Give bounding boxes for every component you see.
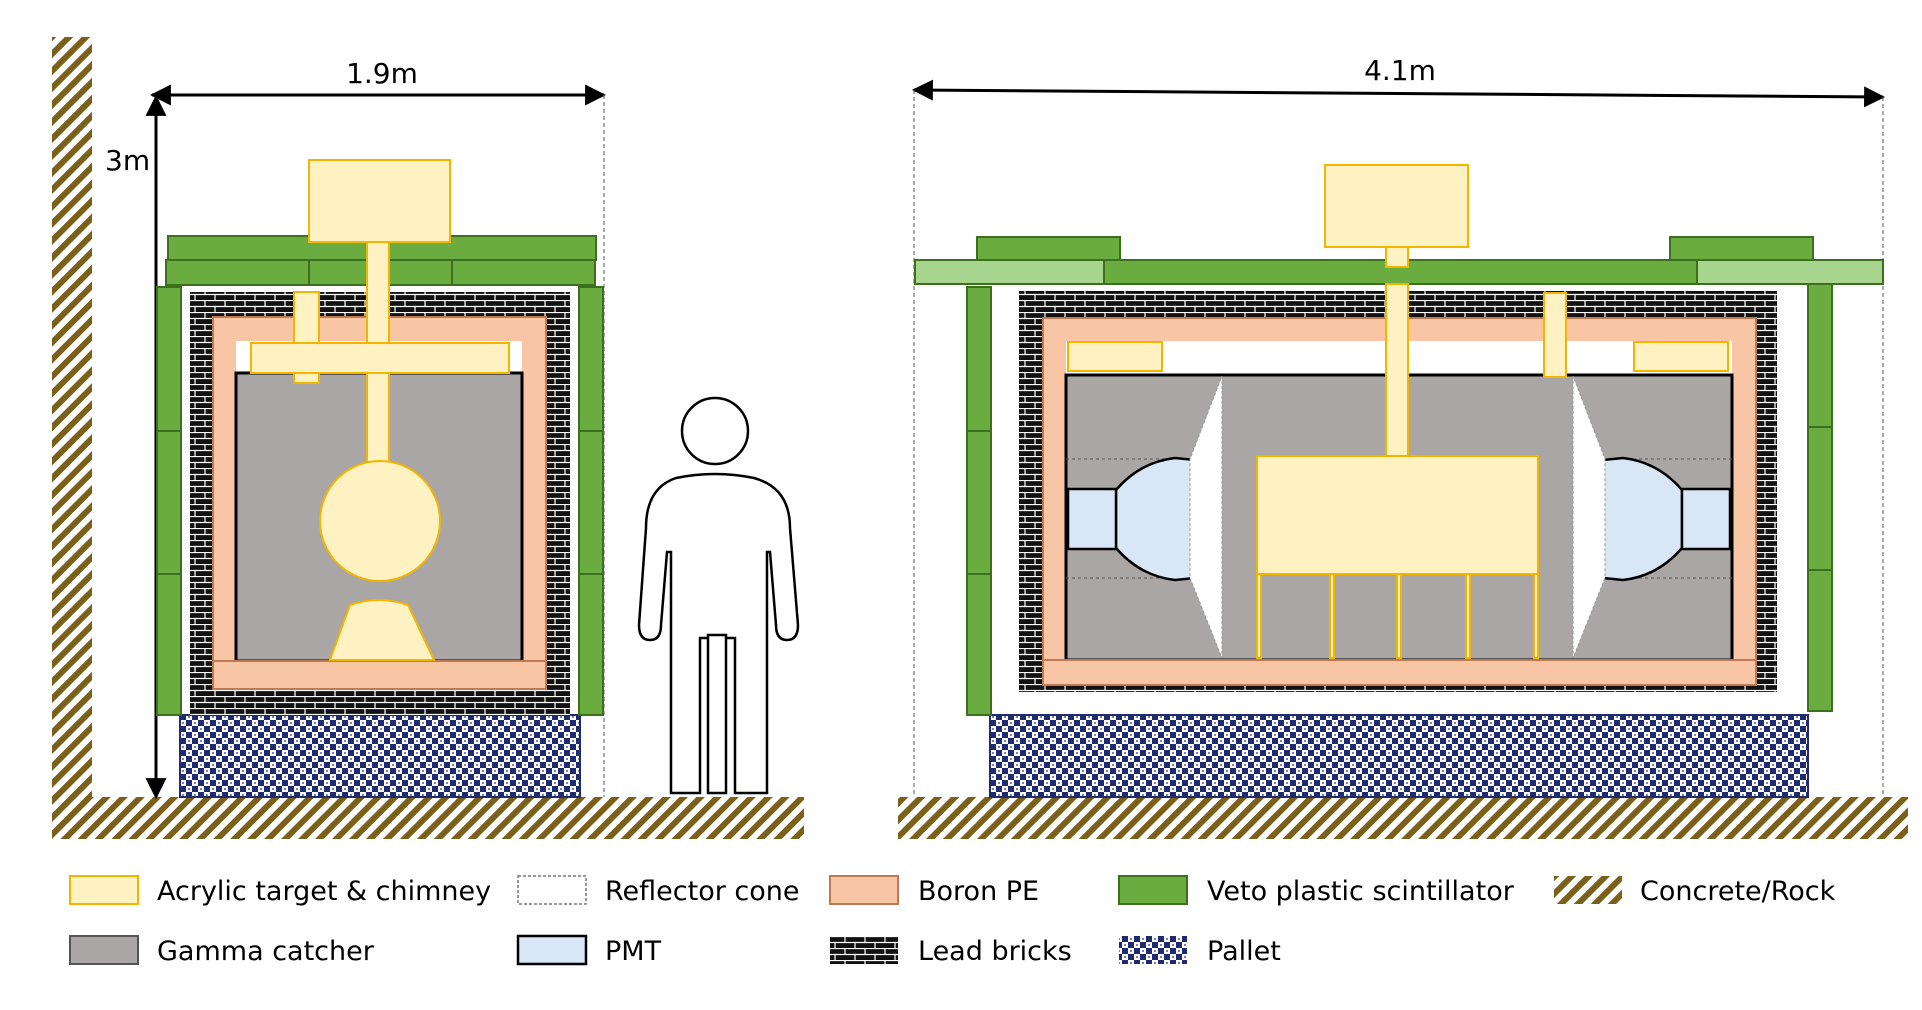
legend-label-veto: Veto plastic scintillator bbox=[1207, 876, 1515, 907]
legend-swatch-concrete bbox=[1554, 876, 1622, 904]
right-view: 4.1m bbox=[898, 54, 1908, 839]
legend-label-lead: Lead bricks bbox=[918, 936, 1072, 967]
legend-item-pallet: Pallet bbox=[1119, 936, 1281, 967]
veto-side-right bbox=[966, 282, 1833, 716]
pmt-left bbox=[1066, 456, 1197, 582]
legend-swatch-boron bbox=[829, 875, 899, 905]
legend-item-gamma: Gamma catcher bbox=[69, 935, 375, 967]
legend-label-pmt: PMT bbox=[605, 936, 662, 967]
legend-swatch-pallet bbox=[1119, 936, 1187, 964]
width-dimension-right bbox=[911, 79, 1886, 108]
legend-item-reflector: Reflector cone bbox=[517, 875, 800, 907]
legend-item-pmt: PMT bbox=[516, 934, 662, 967]
legend: Acrylic target & chimney Reflector cone … bbox=[69, 875, 1836, 967]
legend-label-boron: Boron PE bbox=[918, 876, 1039, 907]
concrete-floor-right bbox=[898, 797, 1908, 839]
veto-top-right bbox=[914, 236, 1884, 285]
legend-swatch-gamma bbox=[69, 935, 139, 965]
pmt-right bbox=[1601, 456, 1732, 582]
acrylic-target-right bbox=[1067, 164, 1729, 659]
legend-item-concrete: Concrete/Rock bbox=[1554, 876, 1836, 907]
legend-label-acrylic: Acrylic target & chimney bbox=[157, 876, 491, 907]
pallet-left bbox=[179, 714, 581, 798]
legend-label-reflector: Reflector cone bbox=[605, 876, 800, 907]
reflector-cone-left bbox=[1189, 375, 1223, 659]
boron-bottom-right bbox=[1042, 659, 1757, 686]
left-view: 1.9m 3m bbox=[52, 37, 804, 839]
legend-swatch-lead bbox=[830, 936, 898, 964]
legend-label-concrete: Concrete/Rock bbox=[1640, 876, 1836, 907]
acrylic-target-left bbox=[250, 159, 510, 661]
width-label-left: 1.9m bbox=[346, 57, 418, 90]
legend-swatch-acrylic bbox=[69, 875, 139, 905]
width-label-right: 4.1m bbox=[1364, 54, 1436, 87]
legend-item-veto: Veto plastic scintillator bbox=[1118, 875, 1515, 907]
concrete-wall bbox=[52, 37, 92, 797]
legend-label-pallet: Pallet bbox=[1207, 936, 1281, 967]
legend-swatch-pmt bbox=[516, 934, 588, 966]
legend-item-acrylic: Acrylic target & chimney bbox=[69, 875, 491, 907]
reflector-cone-right bbox=[1572, 375, 1606, 659]
veto-side-left bbox=[156, 286, 604, 716]
pallet-right bbox=[989, 714, 1809, 798]
legend-item-boron: Boron PE bbox=[829, 875, 1039, 907]
legend-swatch-veto bbox=[1118, 875, 1188, 905]
legend-item-lead: Lead bricks bbox=[830, 936, 1072, 967]
legend-swatch-reflector bbox=[517, 875, 587, 905]
boron-bottom-left bbox=[212, 660, 547, 690]
concrete-floor-left bbox=[52, 797, 804, 839]
person-figure bbox=[637, 396, 800, 795]
height-label-left: 3m bbox=[105, 144, 150, 177]
legend-label-gamma: Gamma catcher bbox=[157, 936, 375, 967]
